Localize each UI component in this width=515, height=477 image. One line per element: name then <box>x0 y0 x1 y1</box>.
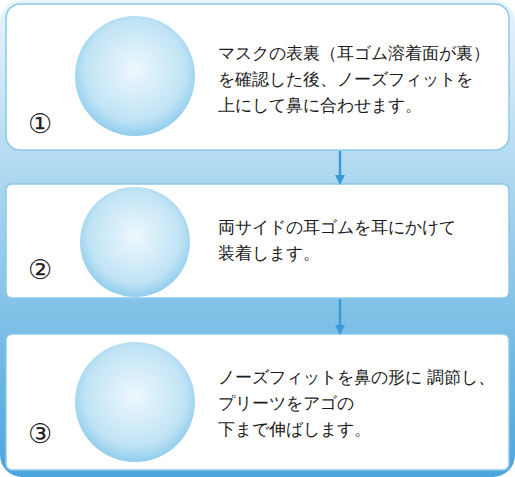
panel-ground <box>6 184 509 298</box>
step-number: ③ <box>28 420 52 447</box>
flow-arrow <box>339 299 342 333</box>
face-illustration <box>80 184 190 304</box>
instruction-text: 両サイドの耳ゴムを耳にかけて 装着します。 <box>218 214 503 266</box>
step-panel: ① マスクの表裏（耳ゴム溶着面が裏） を確認した後、ノーズフィットを 上にして鼻に… <box>6 4 509 150</box>
instruction-text: ノーズフィットを鼻の形に 調節し、プリーツをアゴの 下まで伸ばします。 <box>218 364 503 442</box>
step-number: ① <box>28 110 52 137</box>
panel-ground <box>6 334 509 470</box>
step-panel: ③ ノーズフィットを鼻の形に 調節し、プリーツをアゴの 下まで伸ばします。 <box>6 334 509 470</box>
step-number: ② <box>28 256 52 283</box>
step-panel: ② 両サイドの耳ゴムを耳にかけて 装着します。 <box>6 184 509 298</box>
face-illustration <box>75 340 195 470</box>
flow-arrow <box>339 151 342 183</box>
face-illustration <box>75 14 195 144</box>
panel-ground <box>6 4 509 150</box>
instruction-text: マスクの表裏（耳ゴム溶着面が裏） を確認した後、ノーズフィットを 上にして鼻に合… <box>218 40 503 118</box>
